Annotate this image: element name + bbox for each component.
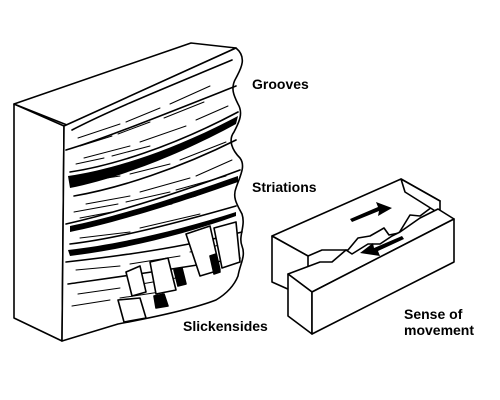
label-sense-of-movement: Sense of movement — [404, 306, 474, 338]
fault-block-front-face — [13, 103, 65, 342]
striations — [71, 85, 233, 307]
label-sense-line1: Sense of — [404, 306, 463, 322]
groove-shadow-1 — [68, 116, 238, 188]
label-sense-line2: movement — [404, 322, 475, 338]
groove-ridge-1 — [71, 59, 233, 131]
label-slickensides: Slickensides — [183, 318, 268, 334]
movement-blocks — [271, 178, 455, 335]
groove-ridge-4 — [73, 139, 237, 197]
front-block-side — [311, 218, 455, 335]
groove-shadow-2 — [70, 176, 238, 232]
groove-ridge-2 — [65, 85, 237, 151]
groove-shadow-3 — [68, 212, 236, 256]
label-striations: Striations — [252, 179, 317, 195]
label-grooves: Grooves — [252, 76, 309, 92]
groove-ridge-3 — [69, 111, 239, 173]
movement-arrow-back — [350, 202, 392, 222]
groove-ridge-6 — [69, 205, 237, 245]
slickenside-steps — [117, 221, 241, 323]
movement-arrow-front — [360, 236, 404, 256]
